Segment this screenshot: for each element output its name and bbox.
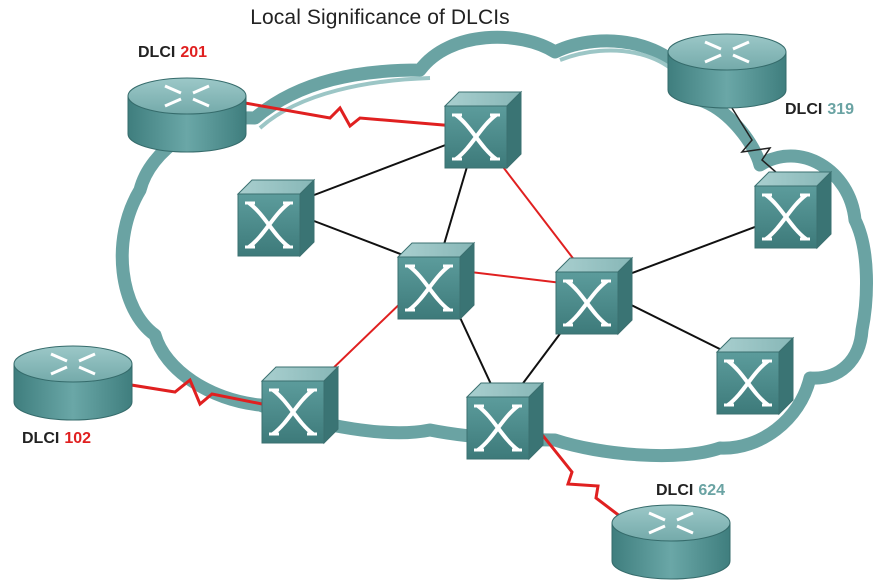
dlci-key: DLCI (785, 101, 823, 118)
dlci-value: 201 (180, 44, 208, 61)
switch-5-icon (554, 256, 634, 336)
serial-link-624 (538, 431, 626, 522)
dlci-value: 102 (64, 430, 92, 447)
router-319-icon (667, 33, 787, 109)
switch-3-icon (753, 170, 833, 250)
router-201-icon (127, 77, 247, 153)
dlci-key: DLCI (22, 430, 60, 447)
serial-link-102 (124, 377, 273, 408)
serial-links (124, 99, 786, 522)
dlci-value: 319 (827, 101, 855, 118)
switch-8-icon (715, 336, 795, 416)
router-624-icon (611, 504, 731, 580)
switch-4-icon (396, 241, 476, 321)
diagram-title: Local Significance of DLCIs (250, 6, 510, 29)
switch-6-icon (260, 365, 340, 445)
dlci-key: DLCI (138, 44, 176, 61)
serial-link-319 (726, 99, 786, 181)
routers (13, 33, 787, 580)
dlci-key: DLCI (656, 482, 694, 499)
switch-7-icon (465, 381, 545, 461)
switch-1-icon (443, 90, 523, 170)
switches (236, 90, 833, 461)
serial-link-201 (244, 101, 456, 129)
switch-2-icon (236, 178, 316, 258)
router-102-icon (13, 345, 133, 421)
dlci-value: 624 (698, 482, 726, 499)
